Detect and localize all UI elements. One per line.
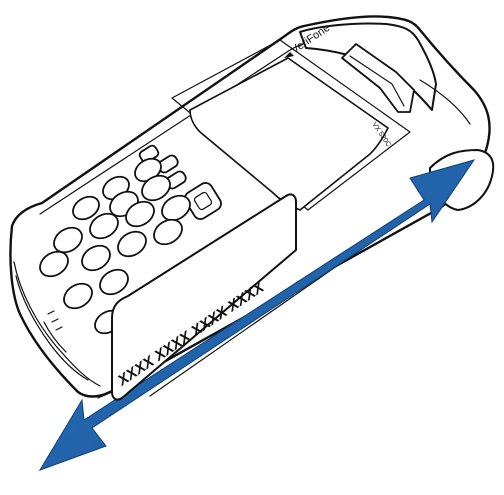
card-swipe-diagram: VeriFone VX 520C (0, 0, 504, 495)
